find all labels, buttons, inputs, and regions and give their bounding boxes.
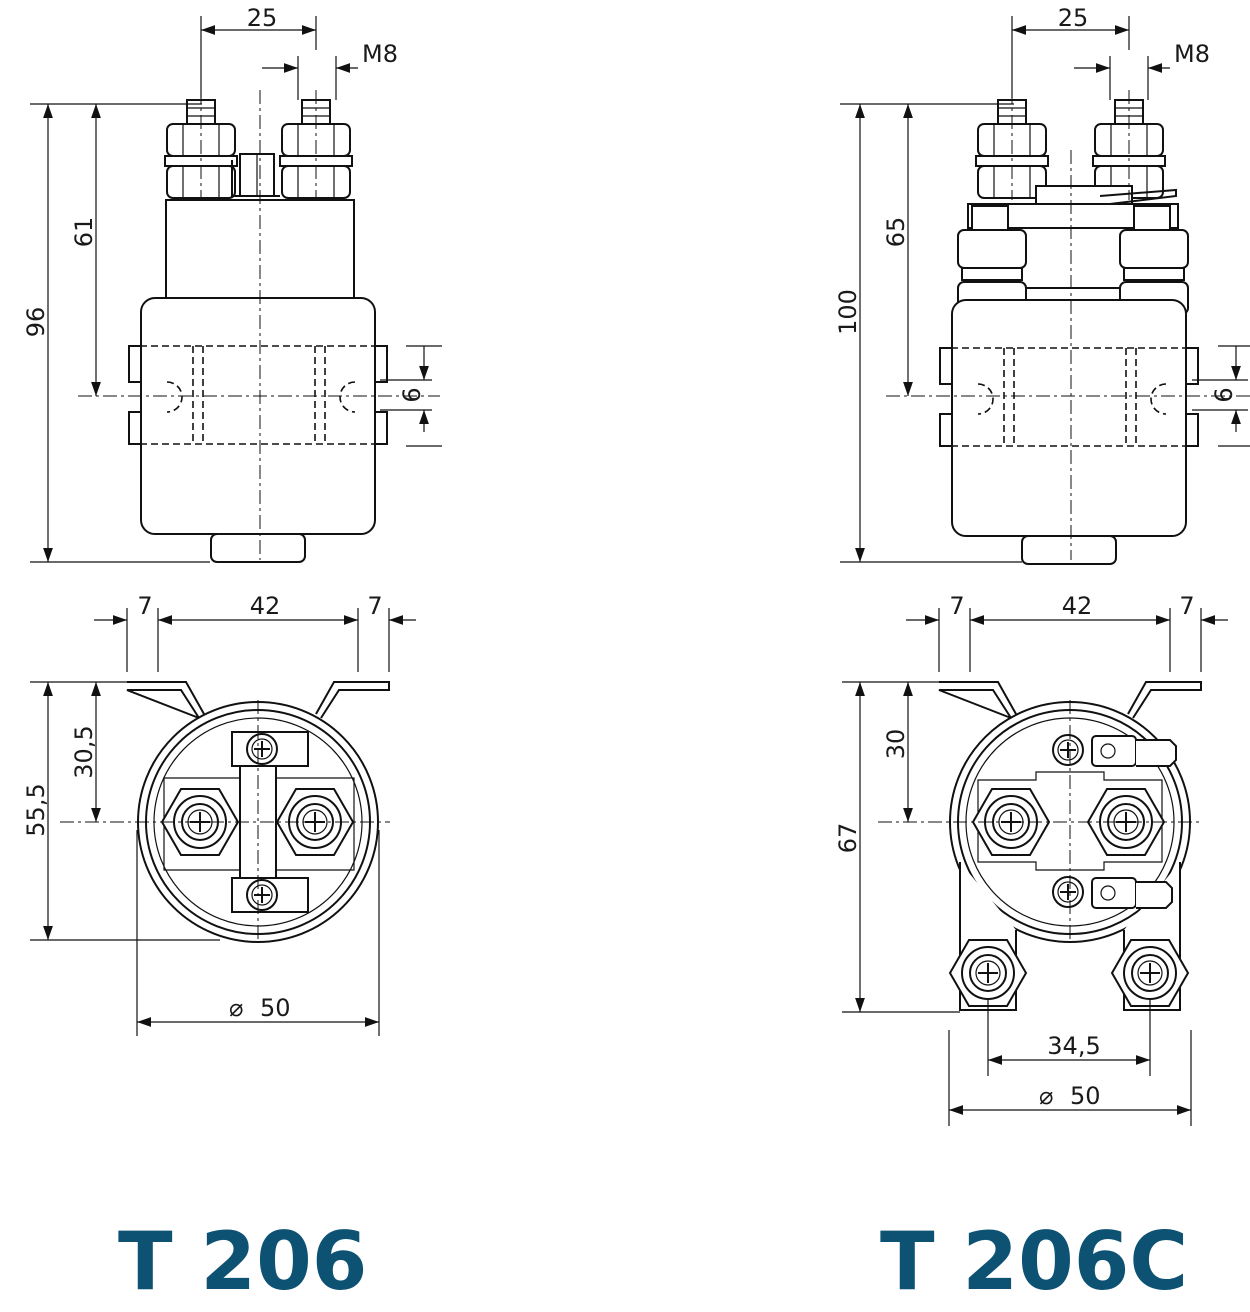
- t206-dim-height-total-bottom: 55,5: [22, 783, 50, 836]
- t206c-bottom-dimensions: [842, 608, 1228, 1126]
- t206-dim-flange-mid: 42: [250, 592, 281, 620]
- t206c-dim-flange-right: 7: [1179, 592, 1194, 620]
- t206c-side-view: [886, 90, 1250, 565]
- t206-dim-diameter: 50: [260, 994, 291, 1022]
- t206-dim-flange-left: 7: [137, 592, 152, 620]
- t206c-dim-terminal-pitch: 34,5: [1047, 1032, 1100, 1060]
- t206c-dim-height-mount: 65: [882, 217, 910, 248]
- t206-dim-height-total: 96: [22, 307, 50, 338]
- t206c-dim-flange-left: 7: [949, 592, 964, 620]
- model-title-t206: T 206: [118, 1215, 368, 1308]
- t206c-dim-height-center: 30: [882, 729, 910, 760]
- t206c-dim-height-total-bottom: 67: [834, 823, 862, 854]
- model-title-t206c: T 206C: [880, 1215, 1189, 1308]
- t206-dim-flange-right: 7: [367, 592, 382, 620]
- t206-dim-height-center: 30,5: [70, 725, 98, 778]
- t206c-dim-thread: M8: [1174, 40, 1210, 68]
- t206c-bottom-view: [878, 681, 1202, 1011]
- t206c-dim-pitch: 25: [1058, 4, 1089, 32]
- t206-dim-height-mount: 61: [70, 217, 98, 248]
- t206-dim-thread: M8: [362, 40, 398, 68]
- t206-dim-diameter-symbol: ⌀: [229, 994, 243, 1022]
- t206-dim-pitch: 25: [247, 4, 278, 32]
- t206-side-view: [78, 90, 440, 563]
- t206c-dim-diameter: 50: [1070, 1082, 1101, 1110]
- t206c-side-dimensions: [840, 16, 1250, 563]
- t206c-dim-slot: 6: [1210, 387, 1238, 402]
- t206-side-dimensions: [30, 16, 442, 563]
- t206c-dim-flange-mid: 42: [1062, 592, 1093, 620]
- t206-dim-slot: 6: [398, 387, 426, 402]
- t206c-dim-height-total: 100: [834, 289, 862, 335]
- t206-bottom-view: [60, 681, 390, 943]
- t206c-dim-diameter-symbol: ⌀: [1039, 1082, 1053, 1110]
- t206-bottom-dimensions: [30, 608, 416, 1036]
